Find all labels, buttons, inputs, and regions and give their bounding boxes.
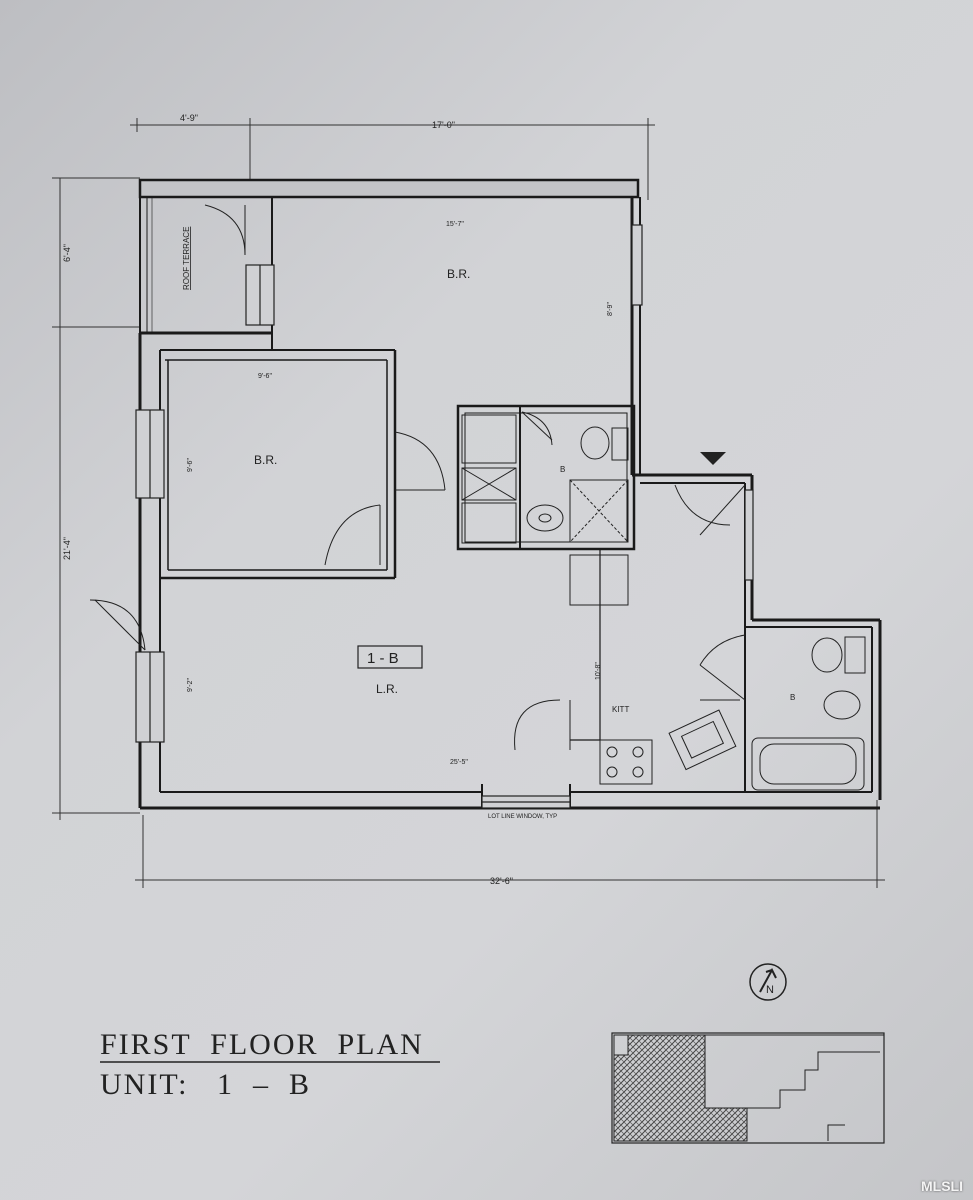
dim-lr-width: 25'-5" xyxy=(450,759,468,766)
dim-br1-height: 8'-9" xyxy=(607,302,614,316)
north-arrow-icon: N xyxy=(749,963,787,1001)
dim-top-left: 4'-9" xyxy=(180,113,198,123)
entry-arrow-icon xyxy=(700,452,726,465)
dim-left-total: 21'-4" xyxy=(62,537,72,560)
kitchen-fixtures xyxy=(569,554,740,785)
key-plan xyxy=(611,1032,885,1144)
room-label-bath2: B xyxy=(790,693,795,702)
doors xyxy=(89,204,746,751)
dim-bottom-total: 32'-6" xyxy=(490,876,513,886)
dim-br1-width: 15'-7" xyxy=(446,221,464,228)
plan-unit: UNIT: 1 – B xyxy=(100,1068,311,1101)
room-label-kitchen: KITT xyxy=(612,705,629,714)
dimension-lines xyxy=(52,118,885,888)
unit-label-text: 1 - B xyxy=(367,650,399,667)
bath-fixtures xyxy=(461,414,629,544)
dimension-texts: 4'-9" 17'-0" 15'-7" 9'-6" 25'-5" LOT LIN… xyxy=(62,113,614,886)
dim-top-main: 17'-0" xyxy=(432,120,455,130)
dim-kit-height: 10'-8" xyxy=(595,662,602,680)
dim-left-upper: 6'-4" xyxy=(62,244,72,262)
bath2-fixtures xyxy=(751,636,866,791)
dim-br2-height: 9'-6" xyxy=(187,458,194,472)
room-label-br-upper: B.R. xyxy=(447,267,470,281)
plan-title: FIRST FLOOR PLAN xyxy=(100,1028,424,1061)
dim-lr-height: 9'-2" xyxy=(187,678,194,692)
room-label-roof-terrace: ROOF TERRACE xyxy=(182,227,191,290)
windows xyxy=(135,224,754,809)
dim-br2-width: 9'-6" xyxy=(258,373,272,380)
room-label-living: L.R. xyxy=(376,682,398,696)
room-label-bath1: B xyxy=(560,465,565,474)
room-labels: B.R. B.R. B B KITT L.R. 1 - B ROOF TERRA… xyxy=(182,227,795,714)
lot-line-window-note: LOT LINE WINDOW, TYP xyxy=(488,814,557,820)
watermark-logo: MLSLI xyxy=(921,1178,963,1194)
svg-text:N: N xyxy=(766,984,774,996)
unit-label-box xyxy=(357,645,423,669)
room-label-br-left: B.R. xyxy=(254,453,277,467)
